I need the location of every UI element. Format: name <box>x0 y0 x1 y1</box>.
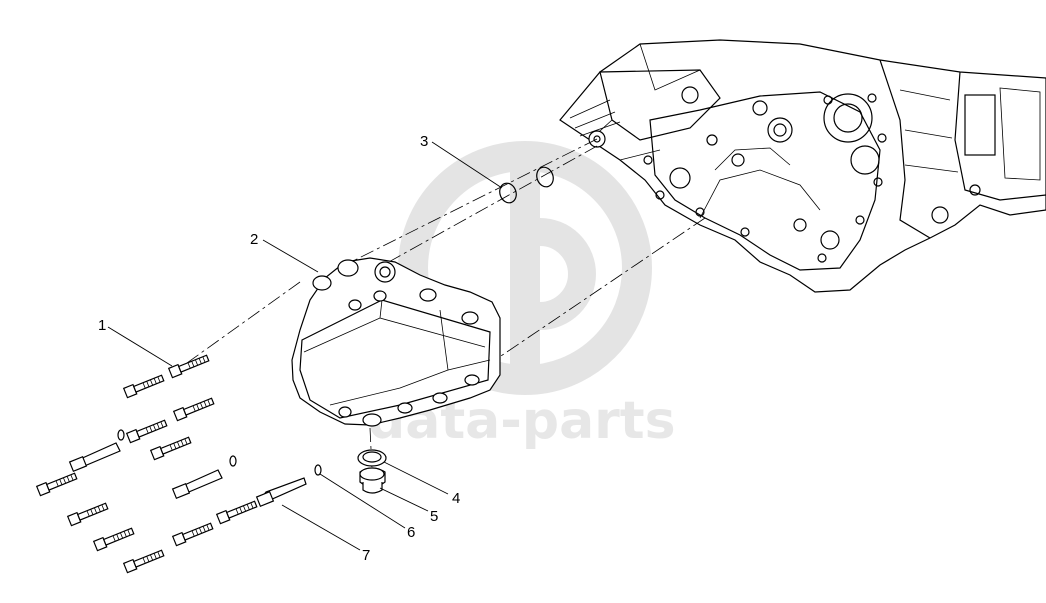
bolt <box>122 549 165 574</box>
bolt <box>167 354 210 379</box>
stud-bolt <box>68 442 307 508</box>
engine-flange-holes <box>817 93 887 263</box>
o-ring-front <box>499 182 517 204</box>
washer <box>117 429 125 441</box>
callout-4: 4 <box>452 490 460 507</box>
bolt <box>35 472 78 497</box>
bolt <box>125 419 168 444</box>
callout-7: 7 <box>362 547 370 564</box>
bolt <box>172 397 215 422</box>
seal-ring <box>357 449 387 467</box>
bolt-set <box>35 354 258 574</box>
bolt <box>66 502 109 527</box>
washer-set <box>117 429 322 476</box>
bolt <box>122 374 165 399</box>
washer <box>229 455 237 467</box>
callout-3: 3 <box>420 133 428 150</box>
o-ring-rear <box>536 166 554 188</box>
washer <box>314 464 322 476</box>
callout-1: 1 <box>98 317 106 334</box>
callout-5: 5 <box>430 508 438 525</box>
leader-lines <box>107 141 503 551</box>
oil-cooler-cover <box>291 257 501 427</box>
callout-6: 6 <box>407 524 415 541</box>
callout-labels: 1 2 3 4 5 6 7 <box>98 133 460 564</box>
stud-bolt-3 <box>68 442 121 473</box>
watermark-logo-bowl <box>539 218 596 330</box>
bolt <box>171 522 214 547</box>
stud-bolt-2 <box>171 469 223 500</box>
o-ring-pair <box>499 166 554 204</box>
callout-2: 2 <box>250 231 258 248</box>
bolt <box>149 436 192 461</box>
cover-bosses <box>312 259 480 427</box>
drain-plug <box>359 467 386 494</box>
watermark-logo-bar <box>510 170 540 385</box>
bolt <box>92 527 135 552</box>
bolt <box>215 500 258 525</box>
